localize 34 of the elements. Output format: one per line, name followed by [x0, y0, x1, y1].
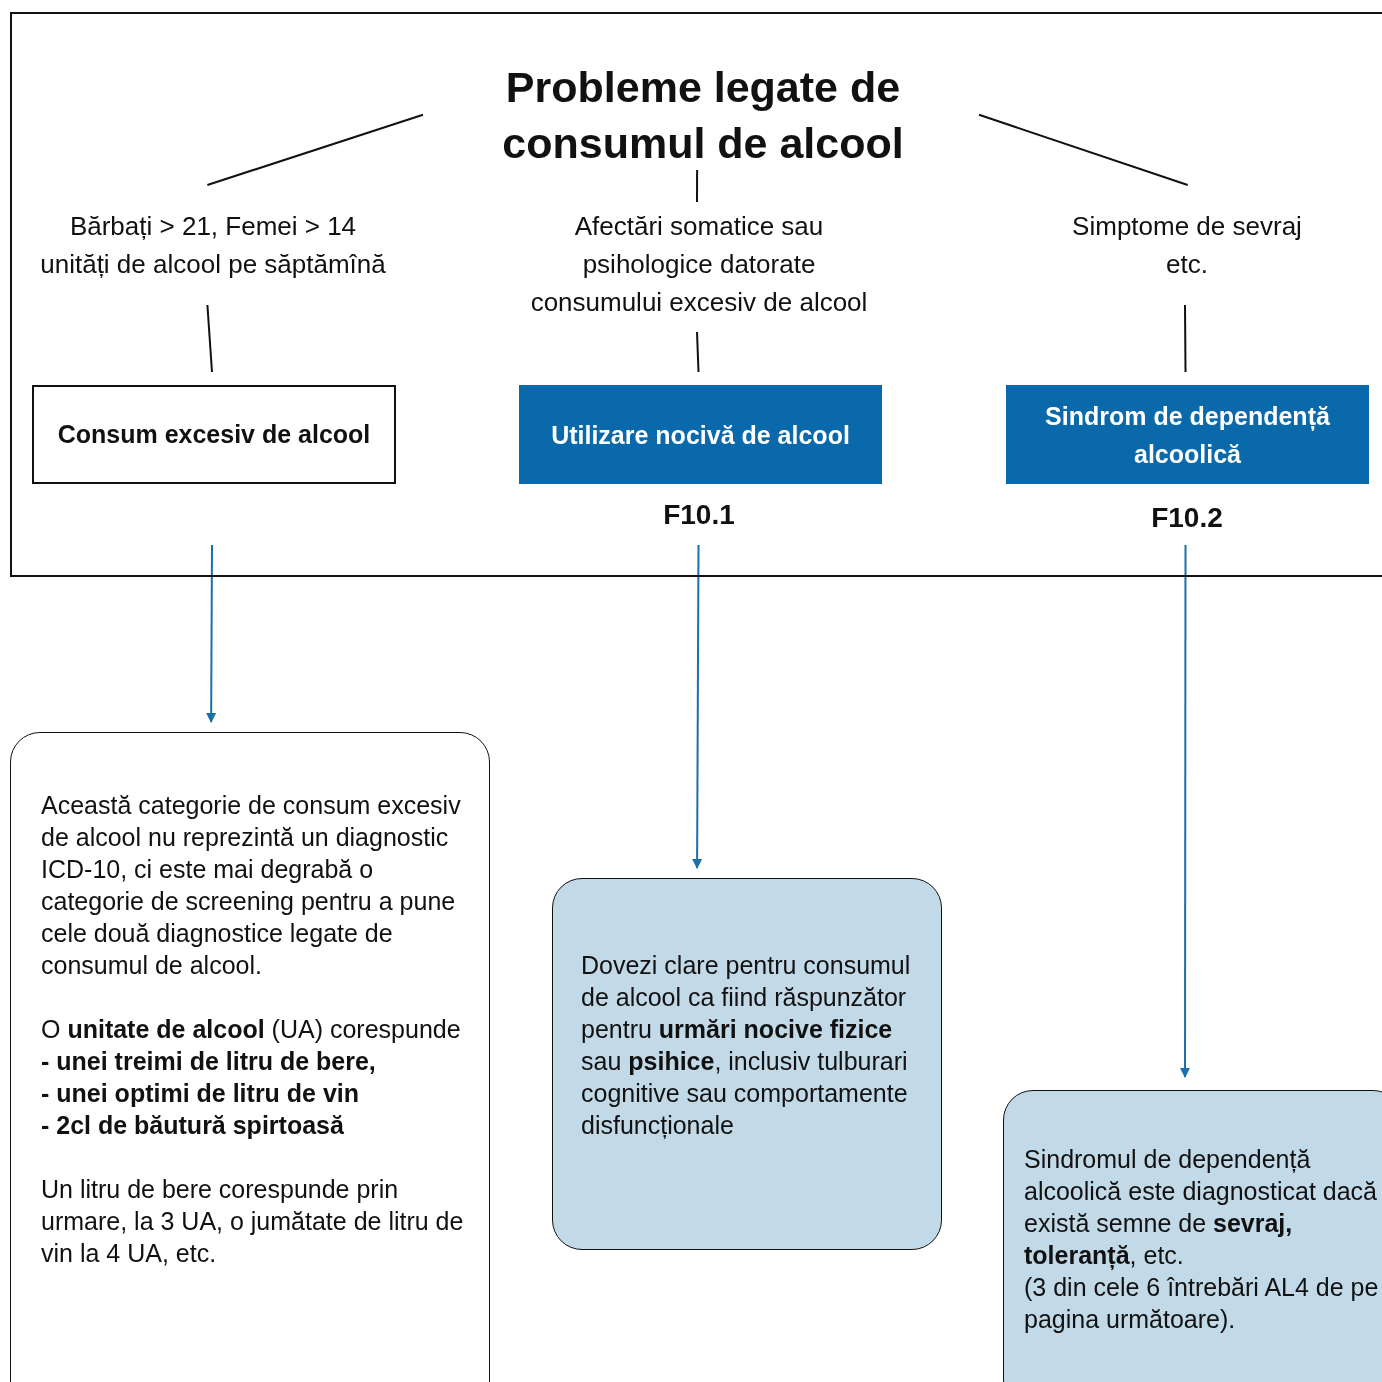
connector-line: [978, 113, 1189, 186]
connector-line: [1184, 304, 1187, 373]
description-text: Un litru de bere corespunde prin urmare, la 3 UA, o jumătate de litru de vin la 4 UA, etc.: [41, 1174, 465, 1269]
arrow: [206, 544, 217, 723]
arrow: [1180, 544, 1190, 1078]
category-box: [1006, 385, 1369, 484]
connector-line: [696, 331, 700, 373]
criteria-text: Simptome de sevraj etc.: [1052, 207, 1322, 292]
connector-line: [206, 304, 213, 373]
criteria-text: Bărbați > 21, Femei > 14 unități de alcool pe săptămînă: [33, 207, 393, 292]
category-label: Consum excesiv de alcool: [57, 420, 371, 449]
description-text: (3 din cele 6 întrebări AL4 de pe pagina următoare).: [1024, 1272, 1380, 1335]
description-text: - unei optimi de litru de vin: [41, 1078, 361, 1109]
description-text: - 2cl de băutură spirtoasă: [41, 1110, 345, 1141]
connector-line: [206, 113, 424, 186]
category-box: [519, 385, 882, 484]
description-text: Această categorie de consum excesiv de alcool nu reprezintă un diagnostic ICD-10, ci este mai degrabă o categorie de screening pentru a pune cele două diagnostice legate de consumul de alcool.: [41, 790, 462, 981]
code-label: F10.2: [1150, 502, 1224, 534]
description-text: - unei treimi de litru de bere,: [41, 1046, 377, 1077]
criteria-text: Afectări somatice sau psihologice datorate consumului excesiv de alcool: [524, 207, 874, 329]
description-box: [1003, 1090, 1382, 1382]
description-box: [552, 878, 942, 1250]
category-label: Sindrom de dependență alcoolică: [1044, 400, 1331, 470]
description-text: Dovezi clare pentru consumul de alcool ca fiind răspunzător pentru urmări nocive fizice sau psihice, inclusiv tulburari cognitive sau comportamente disfuncționale: [581, 950, 912, 1141]
box-shape: [10, 12, 1382, 577]
diagram-title: Probleme legate de consumul de alcool: [425, 57, 981, 172]
connector-line: [696, 169, 699, 203]
description-box: [10, 732, 490, 1382]
code-label: F10.1: [662, 499, 736, 531]
category-box: [32, 385, 396, 484]
arrow: [692, 544, 703, 869]
category-label: Utilizare nocivă de alcool: [551, 419, 850, 451]
description-text: Sindromul de dependență alcoolică este diagnosticat dacă există semne de sevraj, toleranță, etc.: [1024, 1144, 1378, 1271]
description-text: O unitate de alcool (UA) corespunde: [41, 1014, 462, 1045]
